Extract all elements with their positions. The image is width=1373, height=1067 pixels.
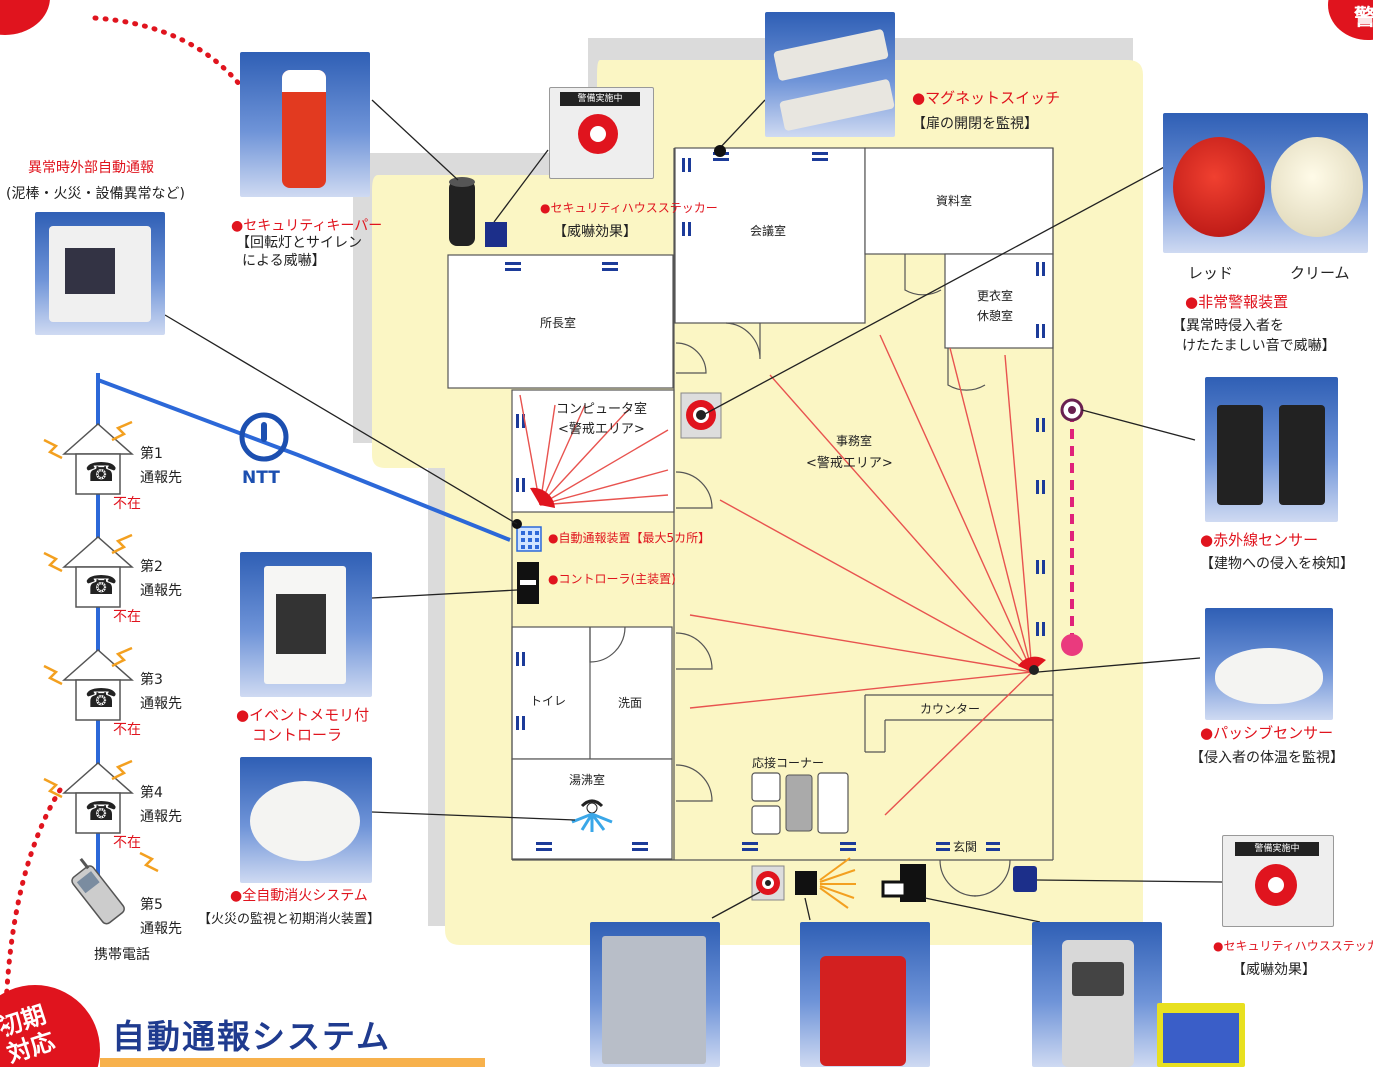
keeper-desc-2: による威嚇】 — [242, 253, 326, 269]
sticker-top-name: ●セキュリティハウスステッカー — [540, 201, 718, 215]
sticker-top-desc: 【威嚇効果】 — [553, 224, 637, 240]
contact-3-num: 第3 — [140, 672, 163, 688]
room-computer-1: コンピュータ室 — [556, 402, 648, 417]
keeper-name: ●セキュリティキーパー — [231, 218, 383, 234]
contact-1-num: 第1 — [140, 446, 163, 462]
room-counter: カウンター — [920, 702, 981, 716]
contact-3-label: 通報先 — [140, 696, 182, 712]
mobile-label: 携帯電話 — [94, 947, 150, 963]
contact-1-absent: 不在 — [113, 496, 141, 512]
magnet-name: ●マグネットスイッチ — [912, 89, 1061, 107]
sticker-bottom-desc: 【威嚇効果】 — [1232, 962, 1316, 978]
room-computer-2: <警戒エリア> — [558, 422, 645, 437]
auto-report-sub: (泥棒・火災・設備異常など) — [6, 186, 185, 202]
sticker-bottom-photo-text: 警備実施中 — [1235, 842, 1319, 856]
infrared-name: ●赤外線センサー — [1200, 531, 1319, 549]
contact-4-num: 第4 — [140, 785, 163, 801]
magnet-desc: 【扉の開閉を監視】 — [912, 116, 1038, 132]
room-director: 所長室 — [540, 316, 577, 330]
contact-5-label: 通報先 — [140, 921, 182, 937]
phone-icon: ☎ — [85, 571, 118, 601]
sticker-bottom-photo: 警備実施中 — [1222, 835, 1334, 927]
alarm-red-label: レッド — [1188, 264, 1234, 282]
event-name-2: コントローラ — [252, 726, 343, 744]
contact-4-label: 通報先 — [140, 809, 182, 825]
room-conference: 会議室 — [750, 224, 787, 238]
contact-5-num: 第5 — [140, 897, 163, 913]
contact-4-absent: 不在 — [113, 835, 141, 851]
corner-badge-top-right-text: 警 — [1354, 6, 1373, 31]
phone-icon: ☎ — [85, 797, 118, 827]
room-locker-1: 更衣室 — [977, 289, 1014, 303]
room-washroom: 洗面 — [618, 696, 643, 710]
event-name-1: ●イベントメモリ付 — [236, 706, 370, 724]
alarm-cream-label: クリーム — [1290, 264, 1350, 282]
alarm-desc-1: 【異常時侵入者を — [1172, 318, 1284, 334]
room-toilet: トイレ — [530, 694, 567, 708]
extinguisher-photo — [240, 757, 372, 883]
card-reader-photo — [1032, 922, 1162, 1067]
contact-1-label: 通報先 — [140, 470, 182, 486]
contact-2-absent: 不在 — [113, 609, 141, 625]
siren-panel-photo — [590, 922, 720, 1067]
contact-2-label: 通報先 — [140, 583, 182, 599]
red-light-photo — [800, 922, 930, 1067]
dotted-arc-top — [92, 15, 243, 88]
infrared-sensor-photo — [1205, 377, 1338, 522]
infrared-desc: 【建物への侵入を検知】 — [1200, 556, 1354, 572]
security-card-photo — [1157, 1003, 1245, 1067]
alarm-name: ●非常警報装置 — [1185, 293, 1289, 311]
room-office-2: <警戒エリア> — [806, 456, 893, 471]
extinguish-desc: 【火災の監視と初期消火装置】 — [198, 912, 381, 927]
auto-dialer-label: ●自動通報装置【最大5カ所】 — [548, 531, 711, 545]
sticker-top-photo-text: 警備実施中 — [560, 92, 640, 106]
contact-2-num: 第2 — [140, 559, 163, 575]
dotted-arc-left — [2, 787, 63, 1053]
alarm-bells-photo — [1163, 113, 1368, 253]
passive-desc: 【侵入者の体温を監視】 — [1190, 750, 1344, 766]
room-entrance: 玄関 — [953, 840, 978, 854]
page-title: 自動通報システム — [112, 1017, 392, 1056]
magnet-switch-photo — [765, 12, 895, 137]
auto-report-title: 異常時外部自動通報 — [28, 160, 154, 176]
room-records: 資料室 — [936, 194, 973, 208]
passive-name: ●パッシブセンサー — [1200, 724, 1334, 742]
sticker-top-photo: 警備実施中 — [549, 87, 654, 179]
extinguish-name: ●全自動消火システム — [230, 888, 368, 904]
passive-sensor-photo — [1205, 608, 1333, 720]
phone-icon: ☎ — [85, 684, 118, 714]
sticker-bottom-name: ●セキュリティハウスステッカー — [1213, 939, 1373, 953]
room-reception: 応接コーナー — [752, 756, 825, 770]
contact-3-absent: 不在 — [113, 722, 141, 738]
event-controller-photo — [240, 552, 372, 697]
keeper-desc-1: 【回転灯とサイレン — [236, 235, 362, 251]
phone-icon: ☎ — [85, 458, 118, 488]
ntt-label: NTT — [242, 468, 280, 488]
security-keeper-photo — [240, 52, 370, 197]
controller-label: ●コントローラ(主装置) — [548, 572, 676, 586]
room-office-1: 事務室 — [836, 434, 873, 448]
auto-dialer-photo — [35, 212, 165, 335]
alarm-desc-2: けたたましい音で威嚇】 — [1182, 338, 1336, 354]
room-kitchen: 湯沸室 — [569, 773, 606, 787]
room-locker-2: 休憩室 — [977, 309, 1014, 323]
